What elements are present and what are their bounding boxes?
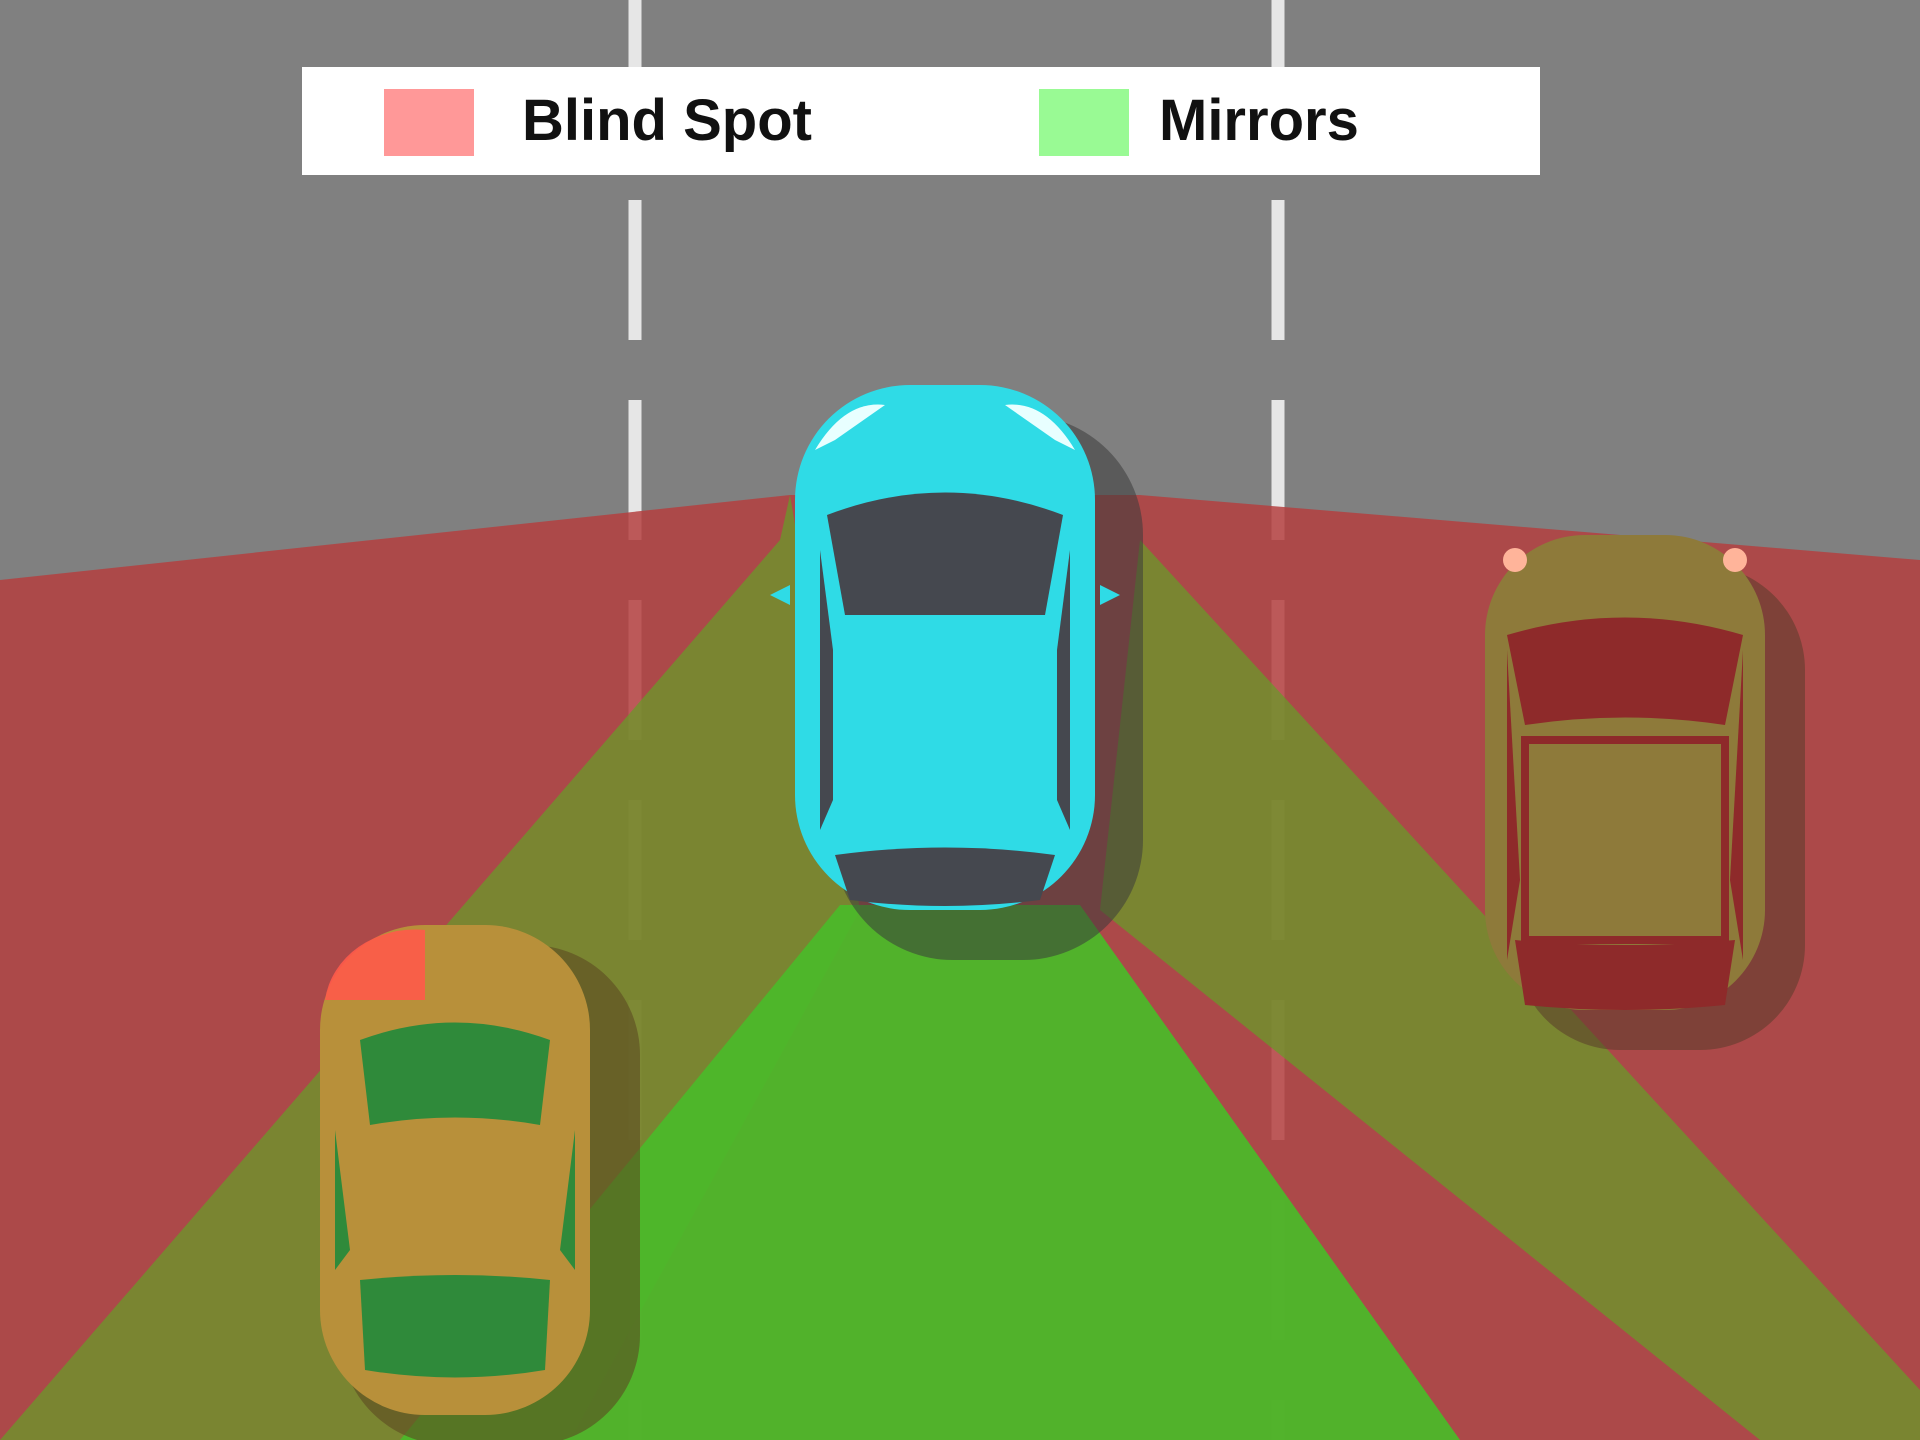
left-car bbox=[320, 925, 640, 1440]
mirrors-swatch bbox=[1039, 89, 1129, 156]
blind-spot-label: Blind Spot bbox=[522, 87, 812, 155]
legend: Blind Spot Mirrors bbox=[302, 67, 1540, 175]
blind-spot-swatch bbox=[384, 89, 474, 156]
right-car bbox=[1485, 535, 1805, 1050]
mirrors-label: Mirrors bbox=[1159, 87, 1359, 155]
